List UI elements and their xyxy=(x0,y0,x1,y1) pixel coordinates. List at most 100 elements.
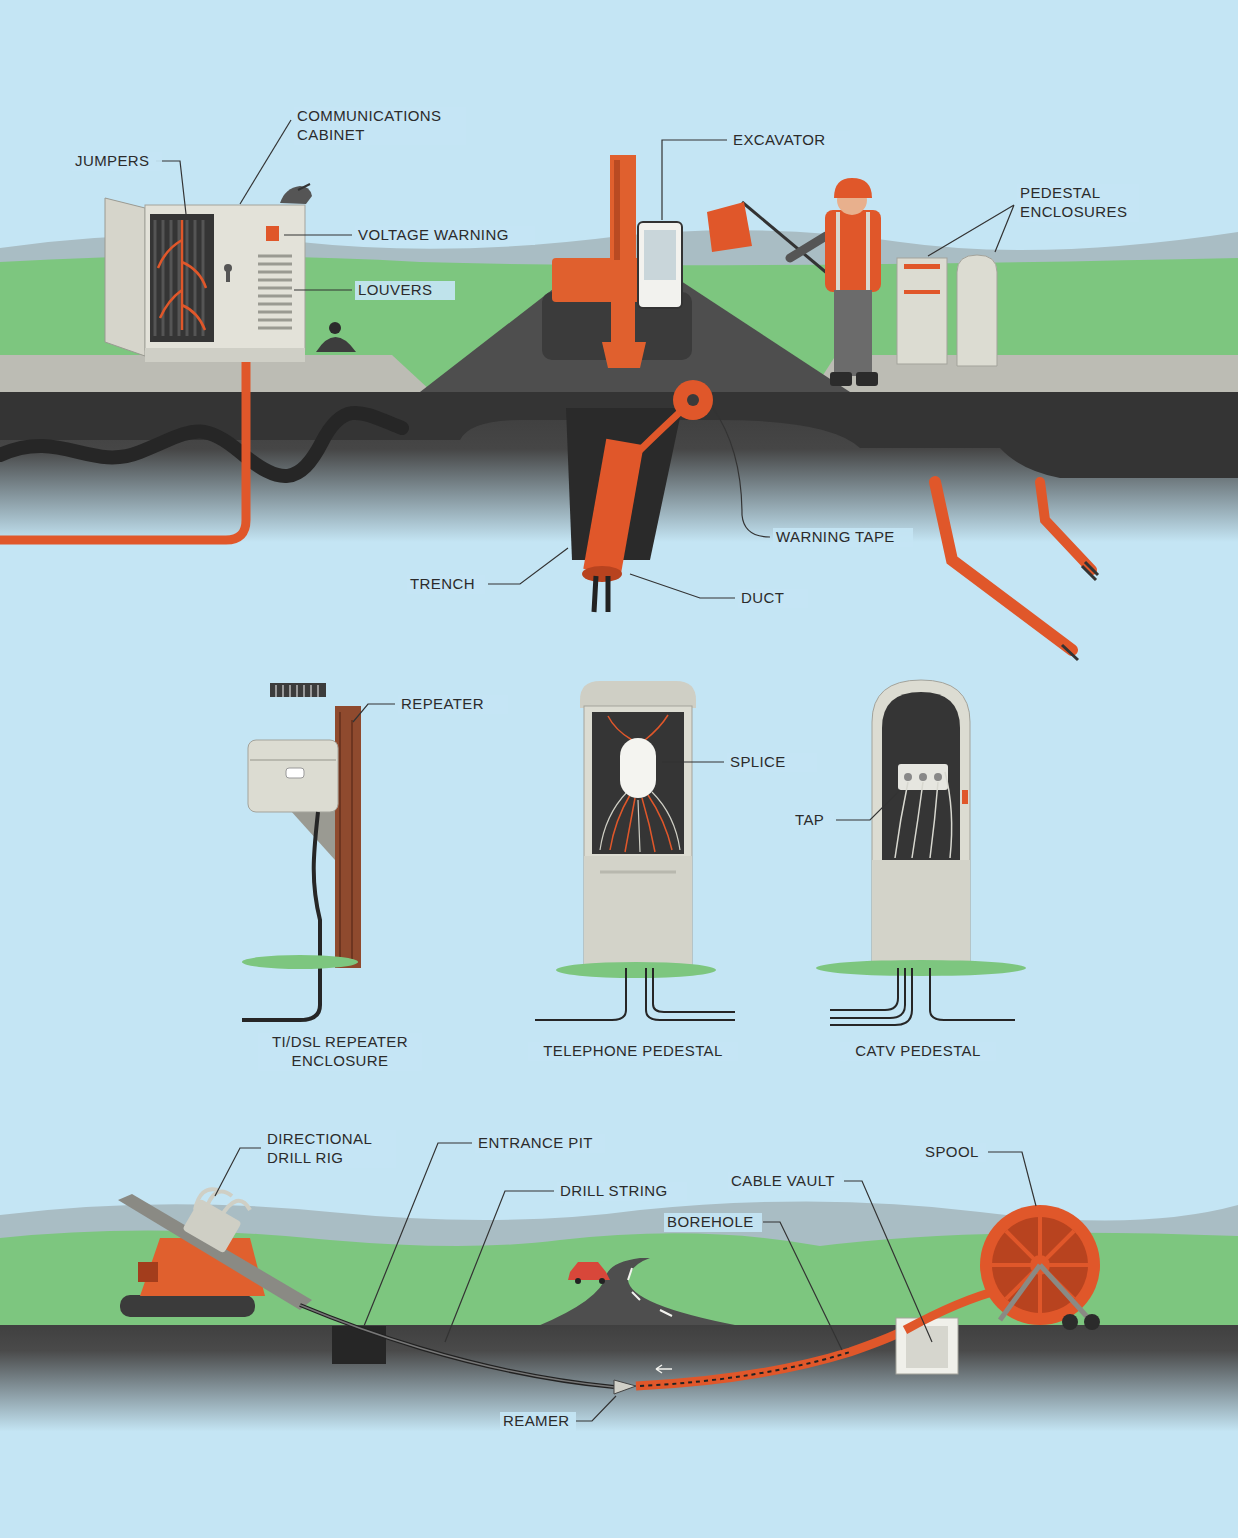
leader-lines-part xyxy=(988,1152,1036,1206)
leader-lines-part xyxy=(844,1181,932,1342)
repeater-enclosure-part xyxy=(270,683,326,697)
bore-part xyxy=(300,1305,614,1387)
leader-lines-part xyxy=(662,140,727,220)
repeater-enclosure-part xyxy=(242,955,358,969)
bore-part xyxy=(640,1352,850,1386)
spool-part xyxy=(980,1205,1100,1325)
catv-pedestal-part xyxy=(872,860,970,966)
callout-label: BOREHOLE xyxy=(664,1213,762,1232)
communications-cabinet-part-part xyxy=(258,295,292,298)
callout-label: JUMPERS xyxy=(72,152,162,171)
catv-pedestal-part-part xyxy=(895,772,952,858)
flagger-part xyxy=(707,202,752,252)
flagger-part xyxy=(830,372,852,386)
catv-pedestal-part xyxy=(830,968,1015,1025)
catv-pedestal-part xyxy=(882,692,960,860)
flagger xyxy=(707,178,881,386)
callout-label: REAMER xyxy=(500,1412,576,1431)
spool-part xyxy=(1000,1265,1090,1320)
catv-pedestal-part xyxy=(962,790,968,804)
telephone-pedestal-part xyxy=(620,738,656,798)
repeater-enclosure-part xyxy=(248,740,338,812)
communications-cabinet-part-part xyxy=(258,319,292,322)
bore-part xyxy=(332,1326,386,1364)
leader-lines-part xyxy=(445,1191,554,1342)
telephone-pedestal-part xyxy=(600,792,680,852)
leader-lines xyxy=(156,120,1036,1421)
communications-cabinet-part xyxy=(145,348,305,362)
leader-lines-part xyxy=(763,1222,842,1350)
telephone-pedestal xyxy=(535,681,735,1020)
communications-cabinet-part xyxy=(280,186,312,204)
callout-label: CATV PEDESTAL xyxy=(840,1042,996,1061)
callout-label: COMMUNICATIONS CABINET xyxy=(294,107,466,145)
communications-cabinet-part-part xyxy=(258,327,292,330)
buried-cables-part xyxy=(0,345,246,540)
communications-cabinet-part xyxy=(145,205,305,350)
telephone-pedestal-part xyxy=(600,871,676,874)
pedestal-enclosures-part xyxy=(904,290,940,294)
communications-cabinet-part-part xyxy=(258,287,292,290)
buried-cables-part xyxy=(1040,482,1092,570)
repeater-enclosure-part xyxy=(242,812,320,1020)
catv-pedestal-part xyxy=(934,773,942,781)
catv-pedestal-part xyxy=(872,680,970,966)
excavator-part xyxy=(610,155,636,273)
landscape-top-part xyxy=(812,355,1238,392)
repeater-enclosure-part xyxy=(276,685,318,697)
landscape-bottom xyxy=(0,1201,1238,1538)
leader-lines-part xyxy=(215,1148,261,1196)
communications-cabinet-part xyxy=(226,270,230,282)
communications-cabinet-part-part xyxy=(258,255,292,258)
flagger-part xyxy=(742,202,828,274)
drill-rig-part xyxy=(118,1194,312,1310)
communications-cabinet-part xyxy=(316,337,356,352)
catv-pedestal-part xyxy=(904,773,912,781)
flagger-part xyxy=(825,210,881,292)
leader-lines-part xyxy=(928,205,1014,256)
catv-pedestal-part xyxy=(919,773,927,781)
excavator-part xyxy=(638,222,682,308)
communications-cabinet-part xyxy=(158,220,206,330)
telephone-pedestal-part xyxy=(556,962,716,978)
callout-label: ENTRANCE PIT xyxy=(475,1134,605,1153)
communications-cabinet-part xyxy=(155,220,203,336)
duct-part xyxy=(687,394,699,406)
leader-lines-part xyxy=(364,1143,472,1326)
flagger-part xyxy=(790,236,826,258)
catv-pedestal xyxy=(816,680,1026,1025)
pedestal-enclosures-part xyxy=(904,264,940,269)
buried-cables xyxy=(0,345,1098,660)
callout-label: DIRECTIONAL DRILL RIG xyxy=(264,1130,396,1168)
flagger-part xyxy=(856,372,878,386)
spool-part xyxy=(1062,1314,1078,1330)
telephone-pedestal-part-part xyxy=(608,715,668,740)
telephone-pedestal-part xyxy=(592,712,684,854)
communications-cabinet-part-part xyxy=(258,311,292,314)
duct xyxy=(582,380,713,612)
communications-cabinet-part-part xyxy=(258,303,292,306)
excavator-part xyxy=(614,160,620,260)
communications-cabinet-part-part xyxy=(258,263,292,266)
bore-part xyxy=(656,1365,672,1373)
telephone-pedestal-part xyxy=(584,706,692,968)
flagger-part xyxy=(838,212,868,290)
callout-label: REPEATER xyxy=(398,695,508,714)
drill-rig-part xyxy=(195,1189,250,1218)
callout-label: VOLTAGE WARNING xyxy=(355,226,535,245)
leader-lines-part xyxy=(284,234,352,235)
leader-lines-part xyxy=(630,574,735,598)
pedestal-enclosures-part xyxy=(897,258,947,364)
communications-cabinet-part xyxy=(258,256,292,328)
callout-label: CABLE VAULT xyxy=(728,1172,842,1191)
leader-lines-part xyxy=(240,120,291,204)
communications-cabinet-part xyxy=(105,198,145,356)
repeater-enclosure xyxy=(242,683,361,1020)
telephone-pedestal-part xyxy=(584,856,692,966)
pedestal-enclosures xyxy=(897,255,997,366)
spool-part xyxy=(1084,1314,1100,1330)
excavator xyxy=(542,155,692,368)
